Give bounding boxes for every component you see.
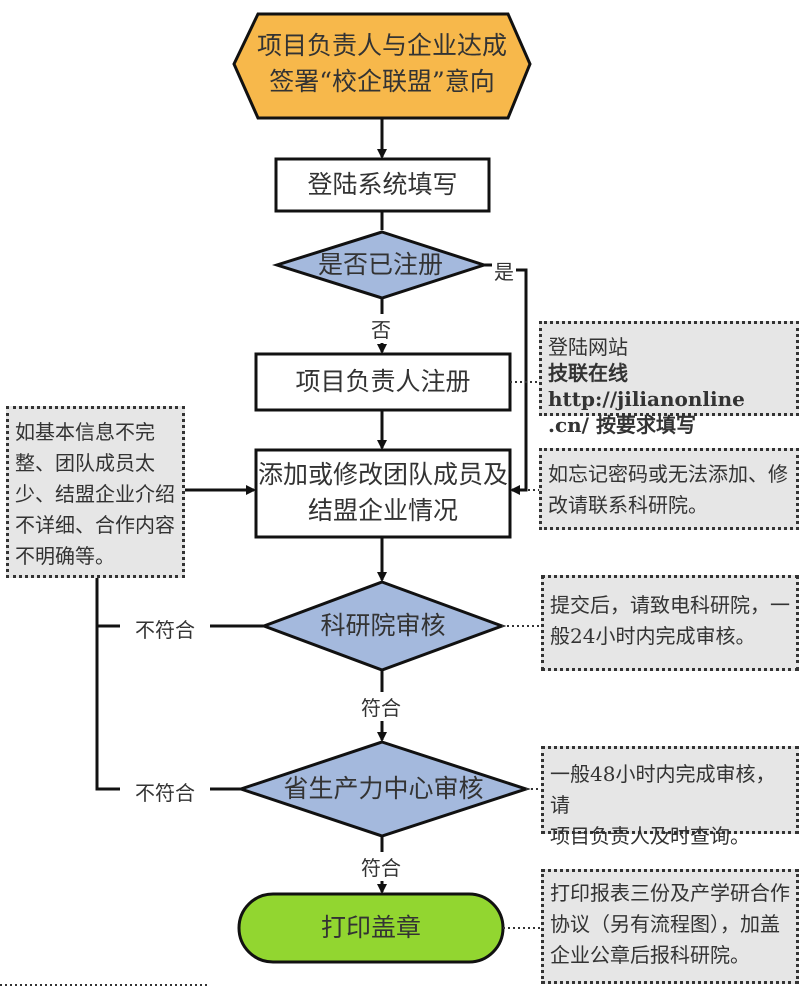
print-seal-node: 打印盖章 [320,913,421,942]
note-website: 登陆网站 技联在线http://jilianonline .cn/ 按要求填写 [539,321,799,437]
note-incomplete-line1: 如基本信息不完 [15,420,155,444]
edge-label-pass-2: 符合 [361,852,401,881]
registered-check-node: 是否已注册 [317,250,443,279]
login-node-shape [274,157,491,213]
note-institute-review: 提交后，请致电科研院，一 般24小时内完成审核。 [541,575,799,671]
note-incomplete-line3: 少、结盟企业介绍 [15,482,175,506]
note-forgot-line1: 如忘记密码或无法添加、修 [548,462,788,486]
edge-label-no: 否 [371,314,391,343]
start-node-line1: 项目负责人与企业达成 [256,31,507,60]
note-province-line1: 一般48小时内完成审核，请 [550,762,776,817]
note-province-review: 一般48小时内完成审核，请 项目负责人及时查询。 [541,746,799,848]
note-print-line3: 企业公章后报科研院。 [550,943,750,967]
note-forgot-password: 如忘记密码或无法添加、修 改请联系科研院。 [539,448,799,530]
note-province-line2: 项目负责人及时查询。 [550,824,750,848]
edge-label-yes: 是 [494,256,514,285]
add-members-line2: 结盟企业情况 [307,496,458,525]
note-print: 打印报表三份及产学研合作 协议（另有流程图），加盖 企业公章后报科研院。 [541,869,799,984]
start-node-shape [232,12,532,120]
edge-yes-to-add [510,268,528,495]
edge-label-fail-2: 不符合 [135,777,195,806]
note-website-line2: 技联在线http://jilianonline [548,361,745,411]
note-institute-line1: 提交后，请致电科研院，一 [550,593,790,617]
note-incomplete-line5: 不明确等。 [15,544,115,568]
note-incomplete-info: 如基本信息不完 整、团队成员太 少、结盟企业介绍 不详细、合作内容 不明确等。 [6,406,185,578]
note-print-line1: 打印报表三份及产学研合作 [550,881,790,905]
edge-label-fail-1: 不符合 [135,614,195,643]
note-print-line2: 协议（另有流程图），加盖 [550,912,780,936]
edge-fail-loop [95,577,120,791]
province-review-node: 省生产力中心审核 [283,774,484,803]
note-incomplete-line2: 整、团队成员太 [15,451,155,475]
login-node: 登陆系统填写 [307,170,458,199]
institute-review-node: 科研院审核 [320,611,446,640]
start-node-line2: 签署“校企联盟”意向 [269,67,495,96]
note-institute-line2: 般24小时内完成审核。 [550,624,756,648]
note-website-line3: .cn/ 按要求填写 [548,413,696,437]
register-node: 项目负责人注册 [295,367,471,396]
note-forgot-line2: 改请联系科研院。 [548,493,708,517]
add-members-line1: 添加或修改团队成员及 [257,460,508,489]
note-incomplete-line4: 不详细、合作内容 [15,513,175,537]
start-node: 项目负责人与企业达成 签署“校企联盟”意向 [234,28,530,100]
edge-label-pass-1: 符合 [361,692,401,721]
note-website-line1: 登陆网站 [548,335,628,359]
add-members-node: 添加或修改团队成员及 结盟企业情况 [256,457,510,529]
